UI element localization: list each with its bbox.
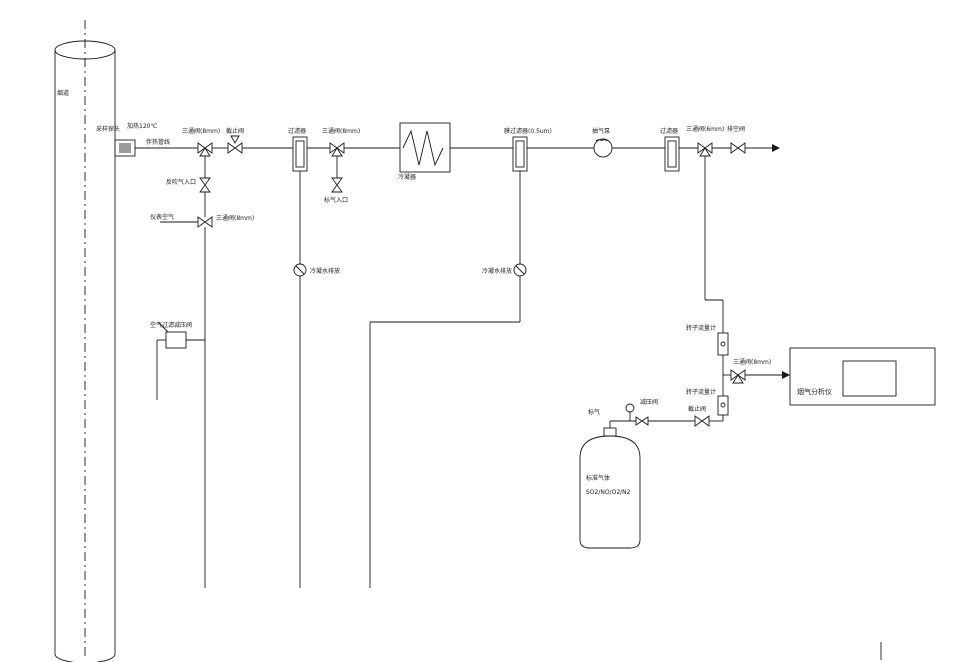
rotameter-2 [717,395,729,416]
suction-pump: 抽气泵 [592,127,613,158]
pipe-main-sample-line [135,144,780,152]
span-gas-train: 转子流量计 截止阀 减压阀 [609,388,729,428]
label-cal-gas-inlet: 标气入口 [324,196,348,204]
label-filter-1: 过滤器 [288,127,306,135]
membrane-filter: 膜过滤器(0.5um) [504,127,552,172]
sampling-probe: 采样探头 加热120℃ 伴热管线 [96,122,170,157]
analyzer-display [842,360,897,397]
air-filter-regulator: 空气过滤减压阀 [150,321,205,400]
label-membrane-filter: 膜过滤器(0.5um) [504,127,552,135]
cylinder-neck [603,427,617,437]
pressure-gauge [625,403,635,413]
rotameter-1 [717,332,729,356]
three-way-valve-2 [197,216,213,228]
label-rotameter-1: 转子流量计 [686,324,716,332]
label-shutoff-valve-1: 截止阀 [226,127,244,135]
label-rotameter-2: 转子流量计 [686,388,716,396]
label-analyzer: 烟气分析仪 [797,387,832,396]
label-probe: 采样探头 [96,125,120,133]
gas-cylinder: 标气 标准气体 SO2/NO/O2/N2 [579,408,641,549]
label-three-way-valve-2: 三通阀(8mm) [216,214,254,222]
label-blowback-inlet: 反吹气入口 [166,178,196,186]
label-three-way-valve-6mm: 三通阀(6mm) [686,125,724,133]
analyzer-inlet-arrow [782,371,790,379]
pressure-regulator [635,416,649,426]
flue-stack: 烟道 [54,20,116,662]
label-heated-line: 伴热管线 [146,138,170,146]
blowback-branch: 反吹气入口 三通阀(8mm) 仪表空气 [150,156,254,588]
label-cylinder-gases: SO2/NO/O2/N2 [586,489,631,496]
cal-gas-valve [331,177,343,193]
three-way-valve-3: 三通阀(8mm) 标气入口 [322,127,360,204]
three-way-valve-6mm: 三通阀(6mm) [686,125,724,157]
shutoff-valve-1: 截止阀 [226,127,244,154]
label-three-way-valve-3: 三通阀(8mm) [322,127,360,135]
three-way-valve-1: 三通阀(8mm) [182,127,220,157]
label-filter-2: 过滤器 [660,127,678,135]
condensate-drain-2: 冷凝水排放 [369,171,527,588]
label-stack: 烟道 [57,89,69,97]
label-pump: 抽气泵 [592,127,610,135]
label-condensate-drain-1: 冷凝水排放 [310,267,340,275]
label-condensate-drain-2: 冷凝水排放 [482,267,512,275]
label-three-way-valve-1: 三通阀(8mm) [182,127,220,135]
label-span-gas: 标气 [588,408,600,416]
filter-1: 过滤器 [288,127,308,172]
filter-2: 过滤器 [660,127,680,172]
flue-gas-analyzer: 烟气分析仪 [789,347,936,406]
label-instrument-air: 仪表空气 [150,213,174,221]
label-probe-heat: 加热120℃ [127,122,157,130]
label-air-filter-regulator: 空气过滤减压阀 [150,321,192,329]
label-vent-valve: 排空阀 [727,125,745,133]
blowback-valve [199,177,211,193]
analyzer-branch: 转子流量计 三通阀(8mm) [686,156,790,396]
label-three-way-valve-4: 三通阀(8mm) [733,358,771,366]
vent-arrow [772,144,780,152]
label-regulator: 减压阀 [640,398,658,406]
shutoff-valve-2 [694,415,710,427]
label-condenser: 冷凝器 [398,173,416,181]
label-cylinder-name: 标准气体 [586,474,610,482]
vent-valve: 排空阀 [727,125,746,154]
condenser: 冷凝器 [398,122,451,181]
condensate-drain-1: 冷凝水排放 [293,171,340,588]
label-shutoff-valve-2: 截止阀 [688,405,706,413]
